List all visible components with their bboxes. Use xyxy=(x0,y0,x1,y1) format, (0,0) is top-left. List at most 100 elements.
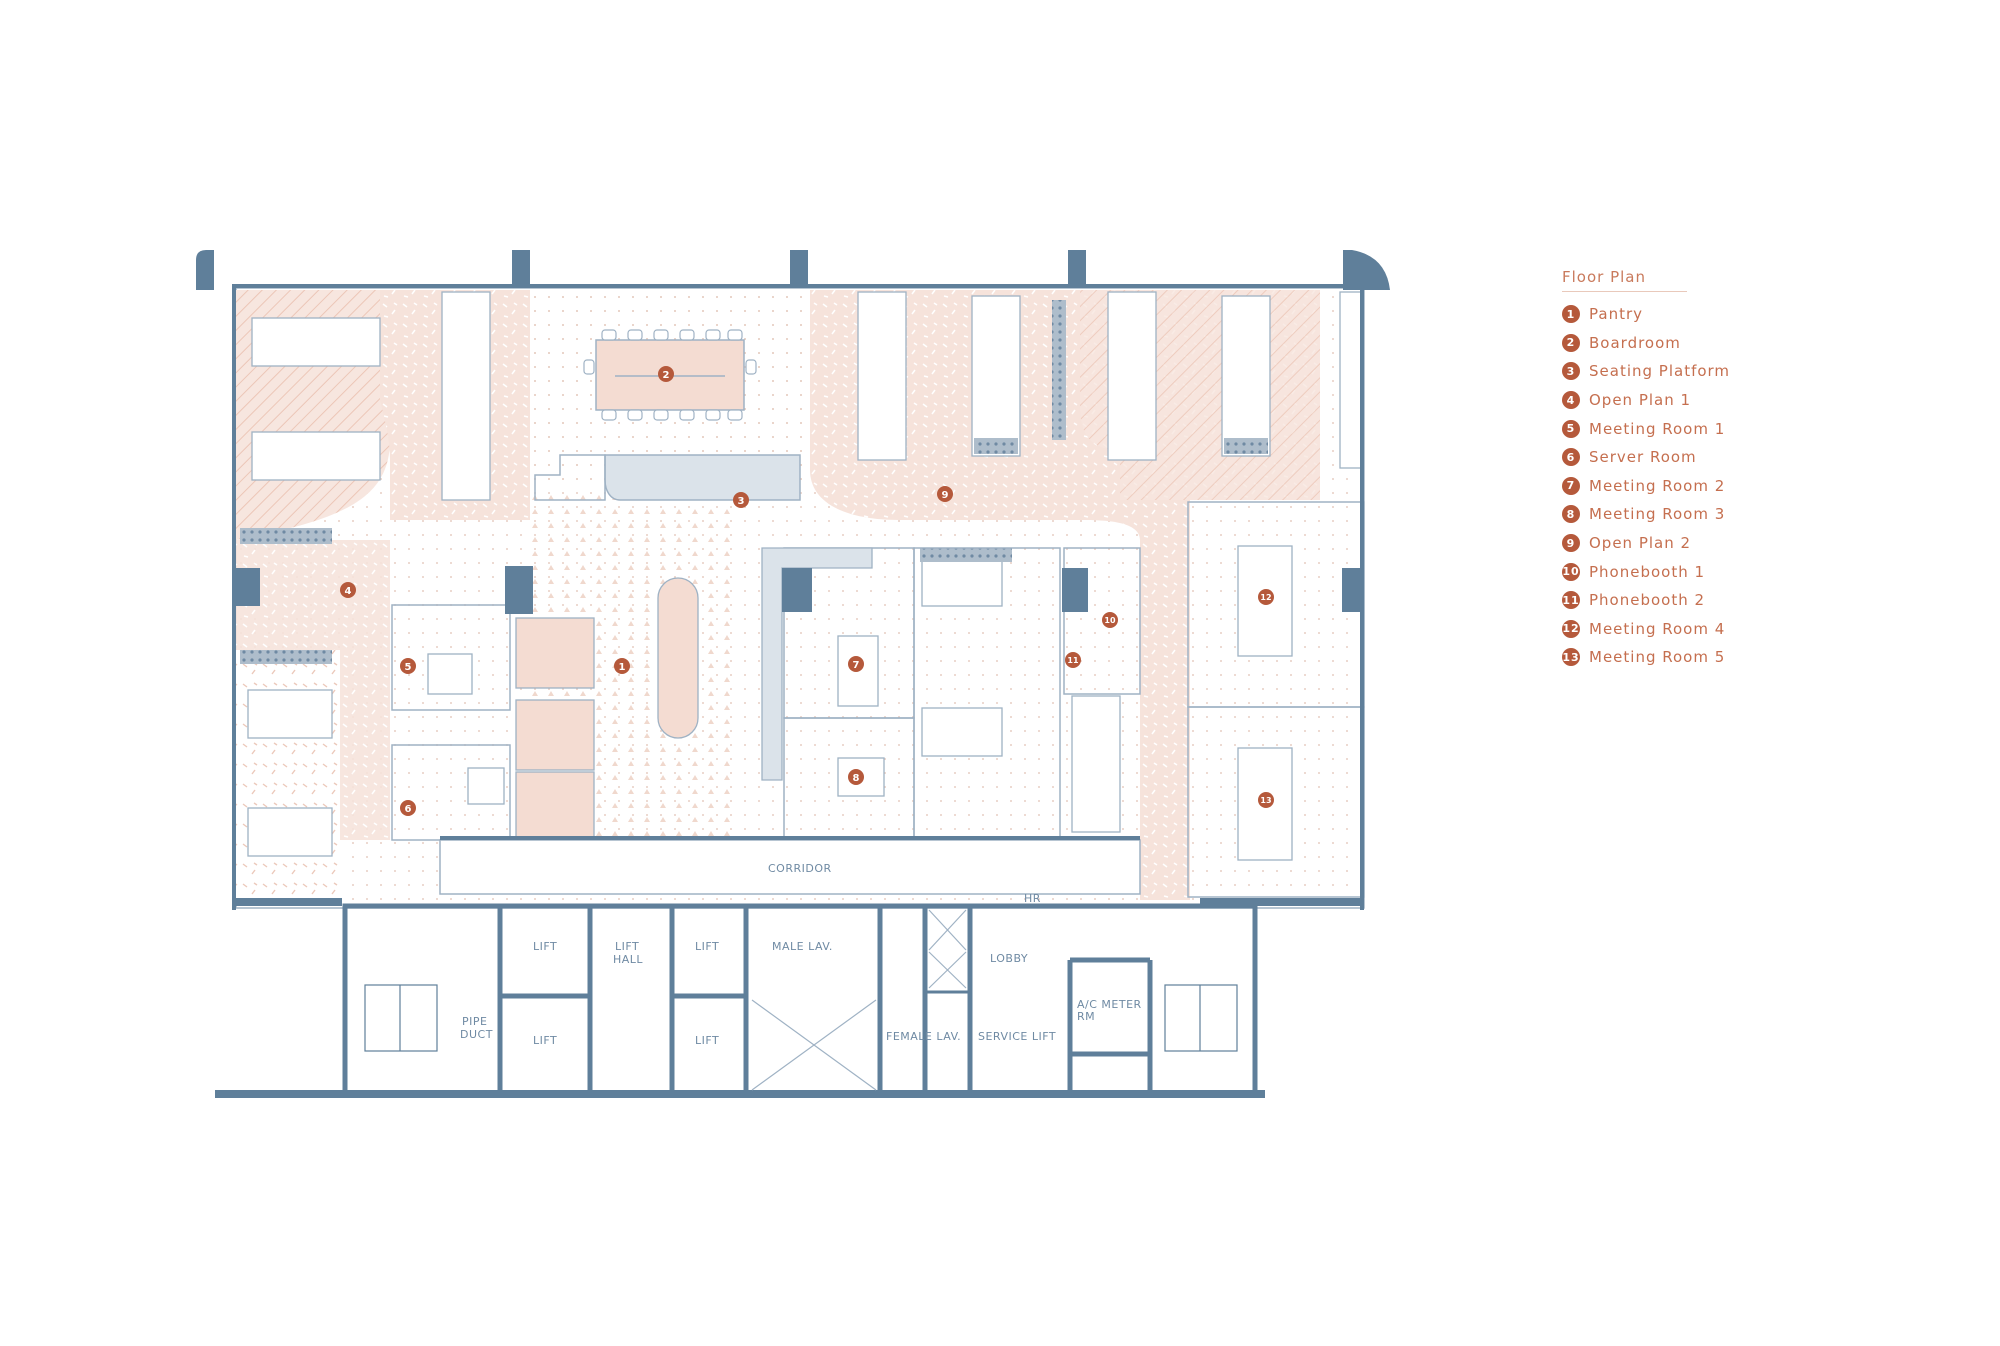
legend-number: 13 xyxy=(1562,648,1580,667)
room-marker-3: 3 xyxy=(733,492,749,508)
legend-number: 11 xyxy=(1562,591,1580,610)
lobby-label: LOBBY xyxy=(990,952,1028,965)
pipe-duct-label: PIPE xyxy=(462,1015,487,1028)
legend-item-meeting-room-3: 8 Meeting Room 3 xyxy=(1562,500,1822,529)
svg-text:9: 9 xyxy=(942,490,949,501)
legend-number: 2 xyxy=(1562,333,1580,352)
legend-label: Meeting Room 1 xyxy=(1589,419,1726,438)
legend-label: Boardroom xyxy=(1589,333,1681,352)
outer-walls xyxy=(232,284,1364,910)
svg-text:7: 7 xyxy=(853,660,860,671)
legend-item-phonebooth-1: 10 Phonebooth 1 xyxy=(1562,557,1822,586)
legend-item-boardroom: 2 Boardroom xyxy=(1562,329,1822,358)
legend-number: 1 xyxy=(1562,305,1580,324)
svg-text:8: 8 xyxy=(853,773,860,784)
hr-label: HR xyxy=(1024,892,1041,905)
lift-label-1: LIFT xyxy=(533,940,557,953)
lift-label-2: LIFT xyxy=(533,1034,557,1047)
legend-label: Phonebooth 2 xyxy=(1589,591,1706,610)
pantry-table xyxy=(657,577,699,739)
corridor xyxy=(439,839,1141,895)
legend-number: 6 xyxy=(1562,448,1580,467)
legend-label: Meeting Room 4 xyxy=(1589,619,1726,638)
legend-title: Floor Plan xyxy=(1562,268,1687,292)
svg-text:6: 6 xyxy=(405,804,412,815)
seating-platform-bench xyxy=(604,454,801,501)
room-marker-6: 6 xyxy=(400,800,416,816)
svg-text:12: 12 xyxy=(1260,593,1271,602)
legend-item-phonebooth-2: 11 Phonebooth 2 xyxy=(1562,586,1822,615)
legend-item-open-plan-2: 9 Open Plan 2 xyxy=(1562,529,1822,558)
room-markers: 1 2 3 4 5 6 7 8 9 10 11 12 13 xyxy=(340,366,1274,816)
legend-label: Seating Platform xyxy=(1589,362,1731,381)
legend: Floor Plan 1 Pantry 2 Boardroom 3 Seating P… xyxy=(1562,268,1822,672)
svg-text:3: 3 xyxy=(738,496,745,507)
svg-text:11: 11 xyxy=(1067,656,1079,665)
lift-label-3: LIFT xyxy=(695,940,719,953)
meeting-room-tables xyxy=(427,545,1293,861)
lift-hall-label: LIFT xyxy=(615,940,639,953)
svg-text:13: 13 xyxy=(1260,796,1271,805)
planters xyxy=(240,300,1268,664)
room-marker-8: 8 xyxy=(848,769,864,785)
legend-item-open-plan-1: 4 Open Plan 1 xyxy=(1562,386,1822,415)
svg-text:4: 4 xyxy=(345,586,352,597)
legend-item-server-room: 6 Server Room xyxy=(1562,443,1822,472)
desk-clusters xyxy=(247,291,1363,857)
legend-label: Meeting Room 2 xyxy=(1589,476,1726,495)
structural-columns xyxy=(196,250,1390,614)
pantry-booths xyxy=(515,617,595,839)
legend-number: 12 xyxy=(1562,619,1580,638)
svg-text:10: 10 xyxy=(1104,616,1116,625)
legend-label: Meeting Room 5 xyxy=(1589,648,1726,667)
ac-meter-label-2: RM xyxy=(1077,1010,1095,1023)
room-marker-9: 9 xyxy=(937,486,953,502)
svg-text:5: 5 xyxy=(405,662,412,673)
legend-number: 3 xyxy=(1562,362,1580,381)
room-marker-7: 7 xyxy=(848,656,864,672)
lift-hall-label-2: HALL xyxy=(613,953,643,966)
male-lav-label: MALE LAV. xyxy=(772,940,833,953)
room-marker-1: 1 xyxy=(614,658,630,674)
ac-meter-label: A/C METER xyxy=(1077,998,1142,1011)
legend-item-meeting-room-5: 13 Meeting Room 5 xyxy=(1562,643,1822,672)
legend-item-seating-platform: 3 Seating Platform xyxy=(1562,357,1822,386)
legend-label: Open Plan 1 xyxy=(1589,391,1692,410)
legend-number: 9 xyxy=(1562,534,1580,553)
service-core xyxy=(342,903,1258,1097)
legend-item-meeting-room-4: 12 Meeting Room 4 xyxy=(1562,615,1822,644)
legend-label: Open Plan 2 xyxy=(1589,534,1692,553)
legend-item-meeting-room-1: 5 Meeting Room 1 xyxy=(1562,414,1822,443)
legend-item-meeting-room-2: 7 Meeting Room 2 xyxy=(1562,472,1822,501)
legend-label: Server Room xyxy=(1589,448,1697,467)
room-marker-10: 10 xyxy=(1102,612,1118,628)
legend-number: 10 xyxy=(1562,562,1580,581)
legend-number: 7 xyxy=(1562,476,1580,495)
legend-label: Phonebooth 1 xyxy=(1589,562,1706,581)
female-lav-label: FEMALE LAV. xyxy=(886,1030,961,1043)
pipe-duct-label-2: DUCT xyxy=(460,1028,493,1041)
room-marker-11: 11 xyxy=(1065,652,1081,668)
svg-text:2: 2 xyxy=(663,370,670,381)
legend-label: Meeting Room 3 xyxy=(1589,505,1726,524)
legend-number: 4 xyxy=(1562,391,1580,410)
legend-item-pantry: 1 Pantry xyxy=(1562,300,1822,329)
room-marker-12: 12 xyxy=(1258,589,1274,605)
stairs xyxy=(364,984,1238,1052)
legend-number: 8 xyxy=(1562,505,1580,524)
corridor-label: CORRIDOR xyxy=(768,862,832,875)
room-marker-2: 2 xyxy=(658,366,674,382)
room-marker-5: 5 xyxy=(400,658,416,674)
lift-label-4: LIFT xyxy=(695,1034,719,1047)
base-wall xyxy=(215,1090,1265,1098)
legend-label: Pantry xyxy=(1589,305,1643,324)
office-floor xyxy=(196,250,1390,910)
legend-number: 5 xyxy=(1562,419,1580,438)
room-marker-13: 13 xyxy=(1258,792,1274,808)
room-marker-4: 4 xyxy=(340,582,356,598)
service-lift-label: SERVICE LIFT xyxy=(978,1030,1056,1043)
service-shaft-crosses xyxy=(751,909,967,1091)
boardroom-chairs xyxy=(583,329,757,421)
